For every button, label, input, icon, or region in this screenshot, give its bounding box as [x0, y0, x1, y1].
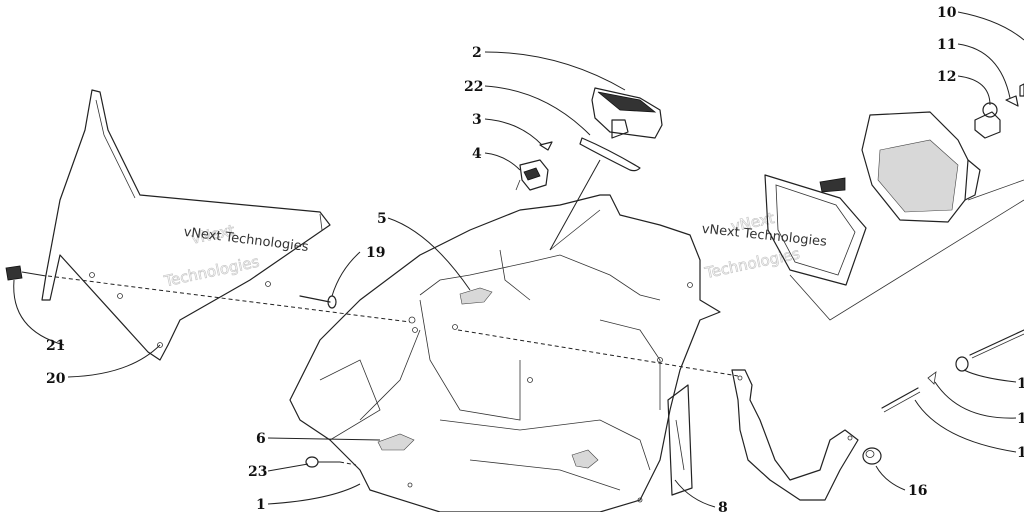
callout-right-2: 1: [1017, 411, 1024, 427]
headlight-housing: [861, 111, 981, 223]
callout-right-1: 1: [1017, 376, 1024, 392]
callout-23: 23: [248, 464, 267, 480]
leader-lines: [13, 11, 1024, 508]
callout-8: 8: [718, 500, 728, 512]
small-clip: [927, 371, 937, 385]
callout-right-3: 1: [1017, 445, 1024, 461]
callout-1: 1: [256, 497, 266, 512]
callout-4: 4: [472, 146, 482, 162]
spring-long: [969, 329, 1024, 359]
spring-short: [881, 387, 921, 413]
callout-2: 2: [472, 45, 482, 61]
callout-3: 3: [472, 112, 482, 128]
callout-12: 12: [937, 69, 956, 85]
washer-part: [955, 356, 969, 372]
hood-part-1: [289, 194, 721, 512]
clip-part-11: [1005, 95, 1019, 107]
headlight-lens: [764, 174, 867, 286]
callout-19: 19: [366, 245, 385, 261]
callout-22: 22: [464, 79, 483, 95]
switch-part-4: [515, 159, 549, 191]
alignment-line-right: [457, 329, 739, 377]
watermark-text-left: vNext Technologies: [183, 225, 310, 255]
gasket-part-22: [579, 137, 641, 172]
alignment-line-screw: [339, 461, 357, 466]
callout-20: 20: [46, 371, 66, 387]
callout-5: 5: [377, 211, 387, 227]
wedge-part-3: [539, 141, 553, 151]
callout-10: 10: [937, 5, 957, 21]
callout-11: 11: [937, 37, 956, 53]
headlight-bracket-piece: [819, 177, 846, 193]
callout-16: 16: [908, 483, 927, 499]
windshield-part-20: [41, 89, 331, 361]
headlight-panel-lines: [789, 179, 1024, 321]
watermark-outline-b: Technologies: [162, 253, 261, 291]
callout-6: 6: [256, 431, 266, 447]
decal-part-8: [667, 384, 693, 496]
bulb-part-12: [974, 102, 1001, 139]
callout-labels: 2 22 3 4 5 19 21 20 6 23 1 8 16 10 11 12…: [46, 5, 1024, 512]
rivet-part-19: [299, 295, 337, 309]
callout-21: 21: [46, 338, 65, 354]
mount-bracket: [731, 369, 859, 501]
screw-part-23: [305, 456, 340, 468]
connector-part-10: [1019, 83, 1024, 97]
bushing-part-16: [862, 447, 882, 465]
gauge-cluster-part-2: [591, 87, 663, 139]
fastener-part-21: [5, 265, 47, 281]
alignment-line-left: [47, 275, 411, 323]
